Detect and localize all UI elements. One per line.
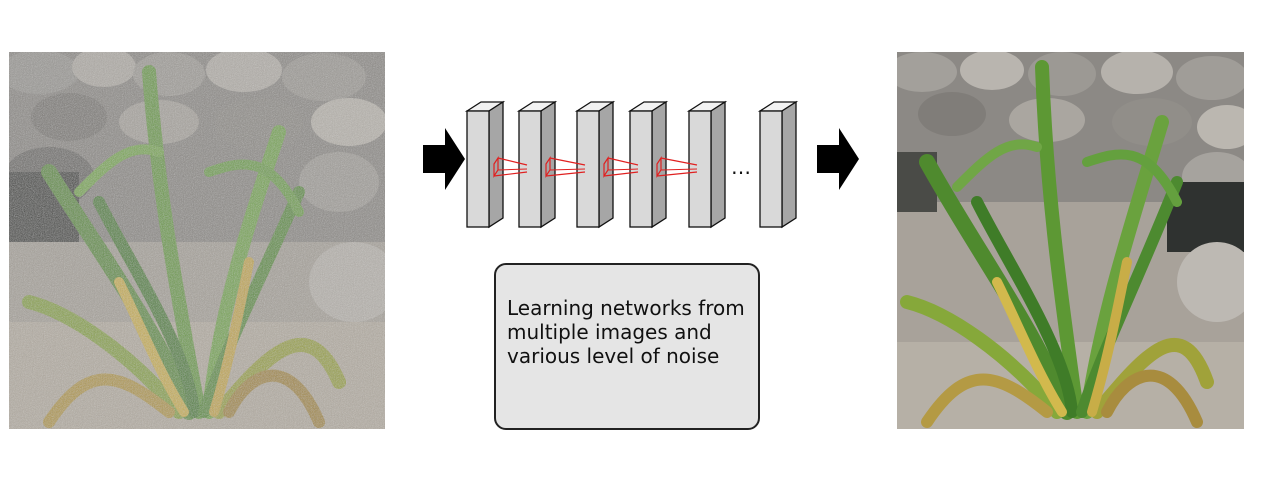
- caption-text: Learning networks from multiple images a…: [507, 296, 745, 368]
- network-connection: [545, 156, 586, 178]
- network-diagram: …: [455, 92, 805, 236]
- network-svg: …: [464, 100, 799, 229]
- input-arrow-icon: [423, 128, 465, 194]
- network-connection: [493, 156, 528, 178]
- network-connection: [603, 156, 639, 178]
- noisy-input-image: [9, 52, 385, 429]
- network-layer-block: [757, 100, 799, 229]
- network-layer-block: [686, 100, 728, 229]
- network-layer-block: [464, 100, 506, 229]
- denoised-output-image: [897, 52, 1244, 429]
- network-connection: [656, 156, 698, 178]
- caption-box: Learning networks from multiple images a…: [494, 263, 760, 430]
- network-layer-block: [574, 100, 616, 229]
- output-arrow-icon: [817, 128, 859, 194]
- network-layer-block: [627, 100, 669, 229]
- network-ellipsis: …: [731, 155, 751, 179]
